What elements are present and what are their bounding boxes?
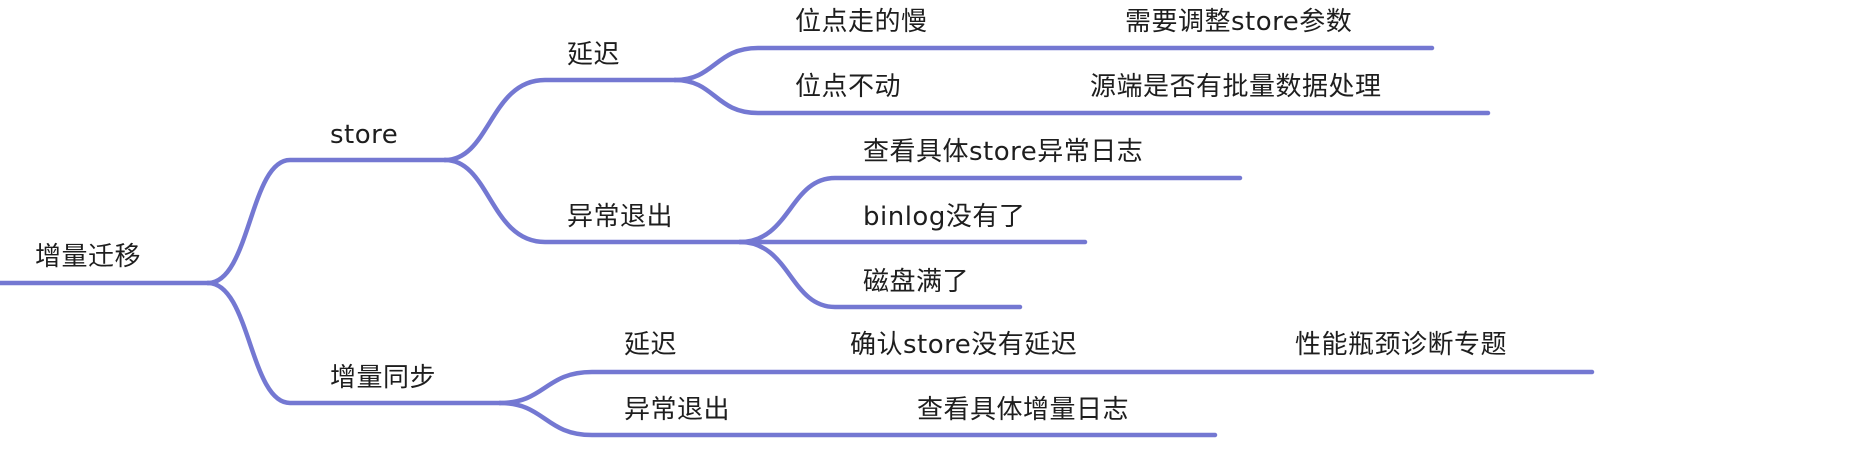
- edge-sync-exit: [497, 400, 1218, 438]
- node-incremental-log: 查看具体增量日志: [917, 395, 1130, 425]
- edge-store-delay: [442, 77, 678, 163]
- node-binlog-missing: binlog没有了: [863, 202, 1026, 232]
- edge-root-sync: [205, 280, 503, 406]
- edge-store-exit: [442, 157, 743, 245]
- node-sync-delay: 延迟: [624, 330, 678, 360]
- node-offset-stuck: 位点不动: [795, 72, 902, 102]
- edge-root-store: [205, 157, 448, 286]
- node-store-delay: 延迟: [567, 40, 621, 70]
- node-confirm-store-no-delay: 确认store没有延迟: [850, 330, 1078, 360]
- node-offset-slow: 位点走的慢: [795, 7, 928, 37]
- node-disk-full: 磁盘满了: [863, 267, 970, 297]
- node-adjust-store-params: 需要调整store参数: [1125, 7, 1353, 37]
- edge-exit-log: [737, 175, 1243, 245]
- root-node: 增量迁移: [35, 242, 142, 272]
- node-performance-diagnosis: 性能瓶颈诊断专题: [1295, 330, 1508, 360]
- node-incremental-sync: 增量同步: [330, 363, 437, 393]
- node-store-exception-log: 查看具体store异常日志: [863, 137, 1144, 167]
- edge-sync-delay: [497, 369, 1595, 406]
- node-store: store: [330, 120, 399, 150]
- edge-exit-disk: [737, 239, 1023, 310]
- node-sync-abnormal-exit: 异常退出: [624, 395, 731, 425]
- edge-delay-slow: [672, 45, 1435, 83]
- edge-delay-stuck: [672, 77, 1491, 116]
- node-store-abnormal-exit: 异常退出: [567, 202, 674, 232]
- node-source-batch-check: 源端是否有批量数据处理: [1090, 72, 1382, 102]
